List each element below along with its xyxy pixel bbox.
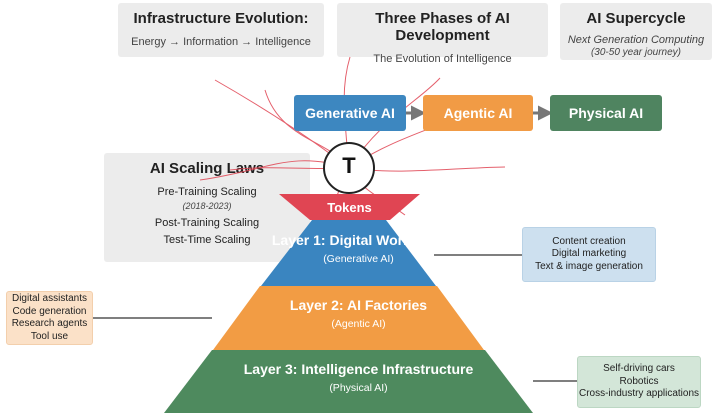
layer2-note-item: Code generation xyxy=(12,305,87,317)
ai-supercycle-title: AI Supercycle xyxy=(586,10,686,27)
infrastructure-evolution-box: Infrastructure Evolution: Energy → Infor… xyxy=(118,3,324,57)
scaling-laws-box: AI Scaling Laws Pre-Training Scaling (20… xyxy=(104,153,310,262)
layer1-label: Layer 1: Digital Workforce (Generative A… xyxy=(0,232,717,265)
layer2-note-item: Tool use xyxy=(30,330,69,342)
phase-agentic-ai: Agentic AI xyxy=(423,95,533,131)
ai-supercycle-box: AI Supercycle Next Generation Computing … xyxy=(560,3,712,60)
layer2-note-item: Digital assistants xyxy=(11,293,88,304)
ai-supercycle-note: (30-50 year journey) xyxy=(590,47,682,58)
layer1-note: Content creation Digital marketing Text … xyxy=(522,227,656,282)
hub-circle xyxy=(323,142,375,194)
layer1-note-item: Digital marketing xyxy=(551,248,627,260)
layer3-subtitle: (Physical AI) xyxy=(329,382,388,394)
three-phases-subtitle: The Evolution of Intelligence xyxy=(373,53,512,65)
scaling-law-pretraining-years: (2018-2023) xyxy=(182,201,232,211)
scaling-law-testtime: Test-Time Scaling xyxy=(163,234,251,246)
layer1-shape xyxy=(261,220,436,286)
infrastructure-evolution-title: Infrastructure Evolution: xyxy=(133,10,309,27)
layer1-title: Layer 1: Digital Workforce xyxy=(271,232,446,248)
phase-physical-ai: Physical AI xyxy=(550,95,662,131)
hub-letter: T xyxy=(342,153,356,178)
three-phases-box: Three Phases of AI Development The Evolu… xyxy=(337,3,548,65)
layer3-note-item: Self-driving cars xyxy=(603,363,675,375)
layer1-note-item: Text & image generation xyxy=(535,260,643,272)
layer2-note: Digital assistants Code generation Resea… xyxy=(6,291,93,345)
layer3-shape xyxy=(164,350,533,413)
layer1-subtitle: (Generative AI) xyxy=(323,253,394,265)
layer2-shape xyxy=(213,286,484,350)
infrastructure-evolution-subtitle: Energy → Information → Intelligence xyxy=(131,36,311,48)
scaling-law-posttraining: Post-Training Scaling xyxy=(154,217,260,229)
tokens-label: Tokens xyxy=(327,200,372,215)
tokens-funnel xyxy=(279,194,420,220)
layer3-label: Layer 3: Intelligence Infrastructure (Ph… xyxy=(0,361,717,394)
scaling-law-pretraining: Pre-Training Scaling xyxy=(157,186,257,198)
layer3-note: Self-driving cars Robotics Cross-industr… xyxy=(577,356,701,408)
layer2-title: Layer 2: AI Factories xyxy=(289,297,428,313)
layer3-title: Layer 3: Intelligence Infrastructure xyxy=(243,361,474,377)
layer2-label: Layer 2: AI Factories (Agentic AI) xyxy=(0,297,717,330)
ai-supercycle-subtitle: Next Generation Computing xyxy=(567,34,705,46)
layer3-note-item: Cross-industry applications xyxy=(578,388,700,400)
three-phases-title: Three Phases of AI Development xyxy=(375,10,510,44)
layer2-subtitle: (Agentic AI) xyxy=(331,318,386,330)
layer3-note-item: Robotics xyxy=(619,375,659,387)
layer2-note-item: Research agents xyxy=(11,318,88,329)
scaling-laws-title: AI Scaling Laws xyxy=(149,160,265,177)
layer1-note-item: Content creation xyxy=(552,235,626,247)
phase-generative-ai: Generative AI xyxy=(294,95,406,131)
